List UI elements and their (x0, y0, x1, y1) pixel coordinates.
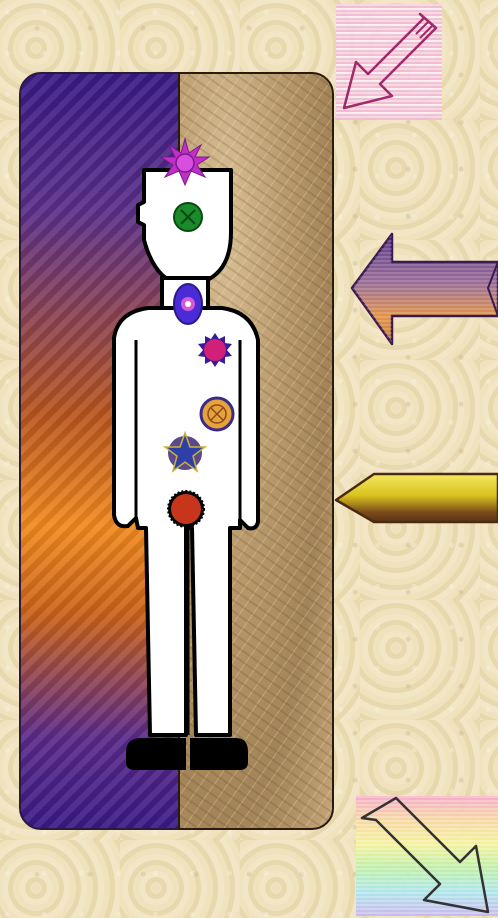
third-eye-chakra-icon[interactable] (174, 203, 202, 231)
forward-arrow-button[interactable] (356, 796, 498, 916)
back-arrow-button[interactable] (336, 4, 442, 120)
yellow-pencil-arrow-button[interactable] (334, 470, 498, 526)
right-foot (190, 738, 248, 770)
throat-chakra-icon[interactable] (174, 284, 202, 324)
solar-plexus-chakra-icon[interactable] (201, 398, 233, 430)
root-chakra-icon[interactable] (168, 491, 204, 527)
left-foot (126, 738, 186, 770)
purple-orange-arrow-button[interactable] (350, 232, 498, 348)
